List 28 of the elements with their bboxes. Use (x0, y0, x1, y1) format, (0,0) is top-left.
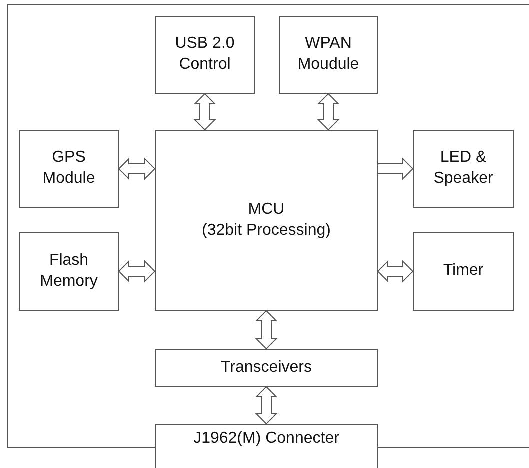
board-outline (7, 4, 529, 448)
module-box (155, 349, 378, 387)
block-label: Timer (443, 261, 484, 282)
module-box (413, 130, 514, 208)
block-arrow (317, 93, 340, 131)
block-arrow (118, 158, 156, 180)
block-label: Transceivers (221, 358, 312, 378)
block-label: GPS Module (42, 148, 96, 189)
module-box (155, 16, 255, 94)
block-label: MCU (248, 200, 285, 220)
module-box (19, 232, 119, 311)
block-label: USB 2.0 Control (174, 34, 236, 75)
block-arrow (255, 386, 278, 425)
block-label: LED & Speaker (432, 148, 494, 189)
block-arrow (378, 158, 414, 180)
block-label: J1962(M) Connecter (194, 429, 340, 449)
block-arrow (118, 260, 156, 283)
module-box (19, 130, 119, 208)
processor-block (155, 130, 378, 311)
block-label: WPAN Moudule (296, 34, 360, 75)
module-box (279, 16, 378, 94)
module-box (155, 424, 378, 468)
block-arrow (194, 93, 216, 131)
block-arrow (377, 260, 414, 283)
block-label: Flash Memory (39, 250, 99, 292)
block-arrow (255, 310, 278, 350)
block-label: (32bit Processing) (202, 220, 331, 240)
module-box (413, 232, 514, 311)
